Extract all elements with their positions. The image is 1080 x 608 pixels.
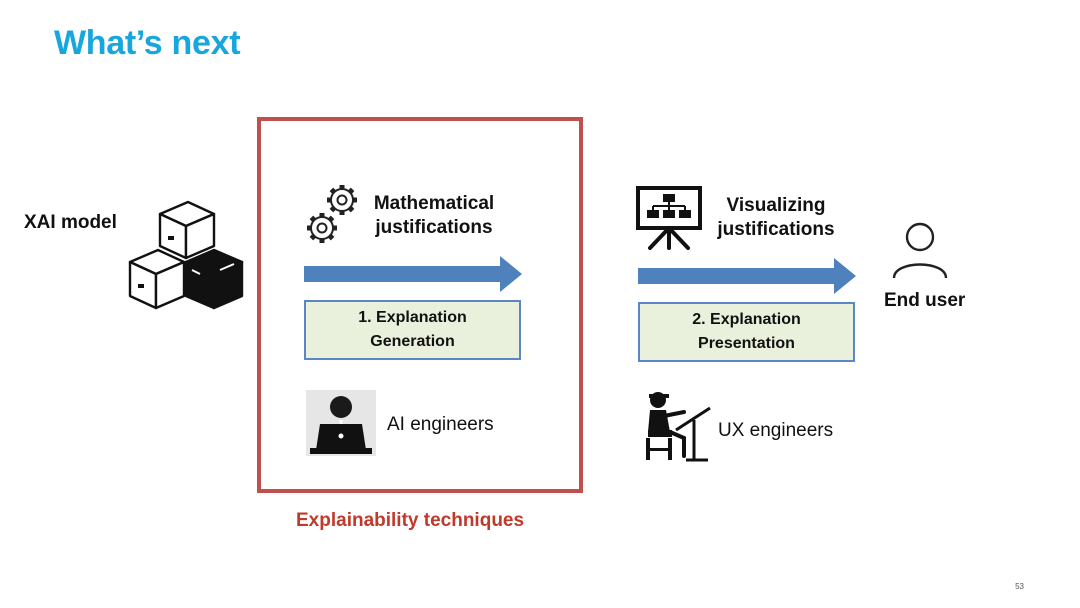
group-caption: Explainability techniques [296,510,525,531]
stage2-role-label: UX engineers [718,420,834,441]
stage2-arrow [638,258,856,294]
stage2-box: 2. Explanation Presentation [638,302,855,362]
stage1-arrow [304,256,522,292]
xai-model-label: XAI model [24,212,117,233]
stage1-box-label: 1. Explanation Generation [358,309,467,350]
laptop-user-icon [306,390,376,456]
end-user-label: End user [884,290,966,311]
presentation-board-icon [636,186,702,250]
stage2-box-label: 2. Explanation Presentation [692,311,801,352]
stage1-box: 1. Explanation Generation [304,300,521,360]
user-icon [892,222,948,279]
page-number: 53 [1015,582,1024,591]
stage1-role-label: AI engineers [387,414,494,435]
stage2-heading: Visualizing justifications [717,195,835,240]
stage1-heading: Mathematical justifications [373,193,495,238]
drafting-person-icon [646,392,711,462]
stacked-boxes-icon [128,200,244,310]
page-title: What’s next [54,24,241,62]
gears-icon [307,185,357,243]
explainability-group-box [257,117,583,493]
